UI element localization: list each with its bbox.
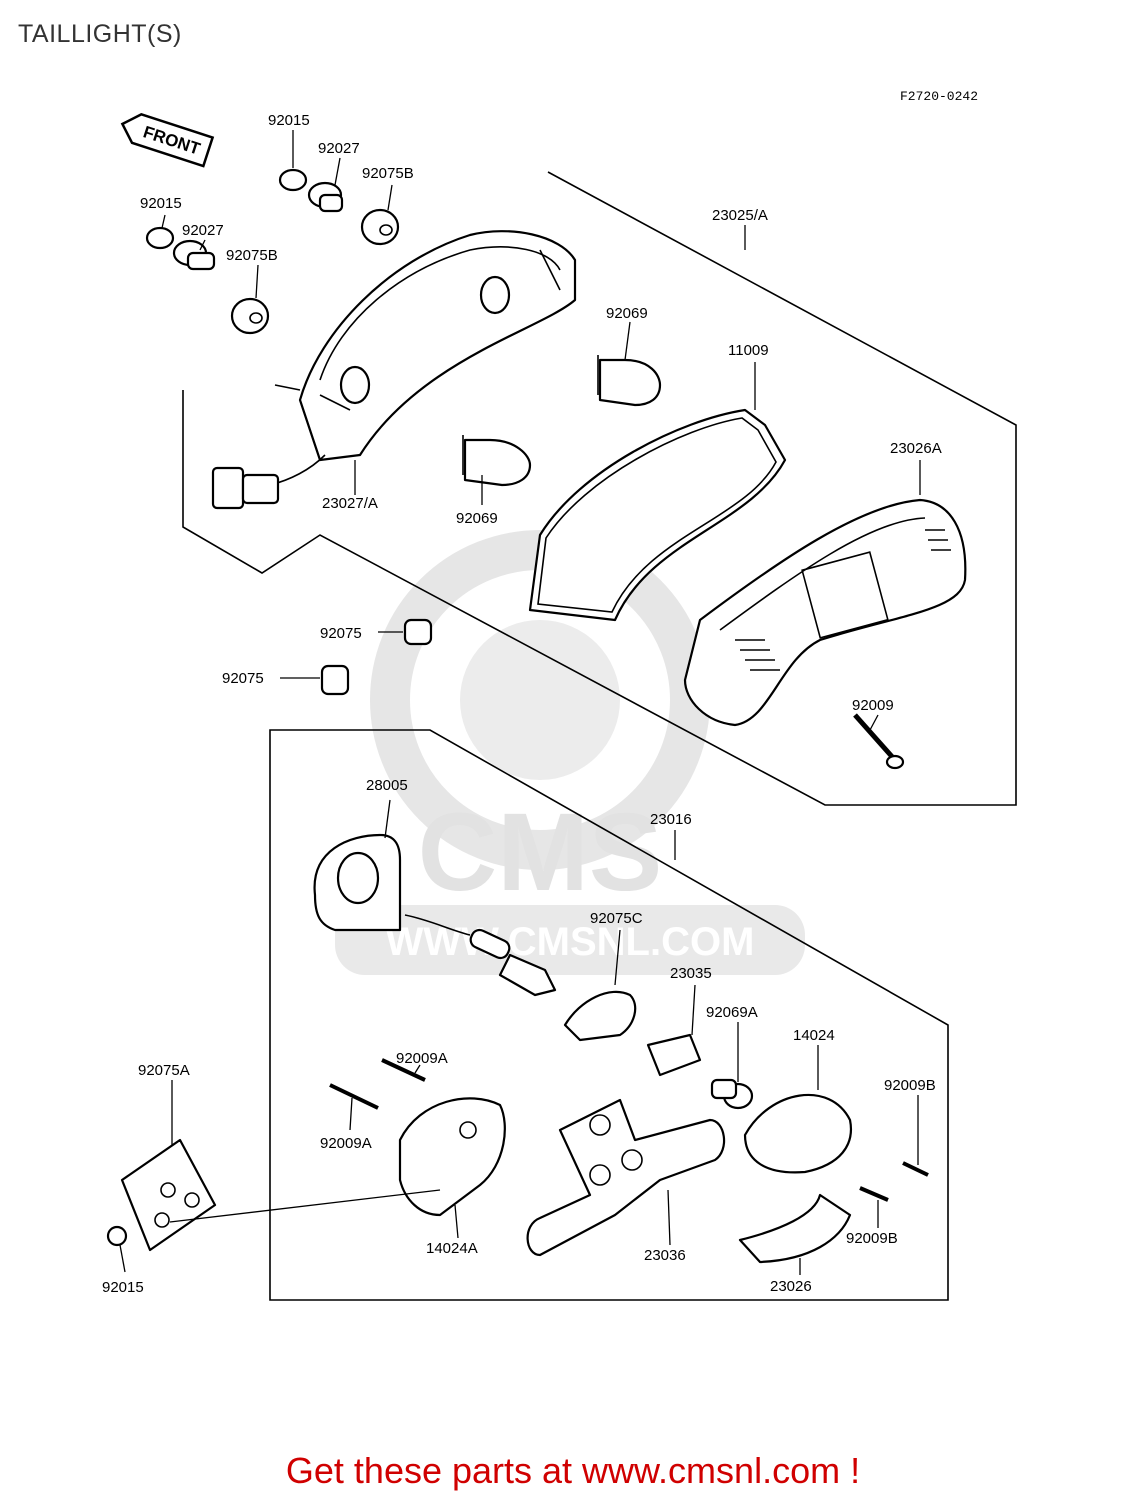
label-23026: 23026 — [770, 1278, 812, 1295]
collar-92027-upper — [307, 157, 344, 213]
socket-28005 — [313, 799, 402, 932]
label-23016: 23016 — [650, 811, 692, 828]
label-23025a: 23025/A — [712, 207, 768, 224]
label-14024a: 14024A — [426, 1240, 478, 1257]
collar-92027-lower — [172, 239, 216, 271]
diagram-code: F2720-0242 — [900, 89, 978, 104]
plate-92075a — [120, 1080, 441, 1252]
watermark-site: WWW.CMSNL.COM — [386, 920, 755, 964]
gasket-11009 — [528, 362, 787, 622]
screw-92009b-upper — [902, 1095, 929, 1177]
watermark: CMS WWW.CMSNL.COM — [335, 530, 805, 975]
label-23035: 23035 — [670, 965, 712, 982]
label-92009a-upper: 92009A — [396, 1050, 448, 1067]
label-92009b-upper: 92009B — [884, 1077, 936, 1094]
label-92075b-upper: 92075B — [362, 165, 414, 182]
label-92027-upper: 92027 — [318, 140, 360, 157]
lens-14024 — [743, 1045, 852, 1174]
label-14024: 14024 — [793, 1027, 835, 1044]
label-92069a: 92069A — [706, 1004, 758, 1021]
label-92069-upper: 92069 — [606, 305, 648, 322]
nut-92015 — [106, 1225, 128, 1273]
base-14024a — [398, 1097, 506, 1239]
screw-92009b-lower — [859, 1186, 889, 1228]
label-92075b-lower: 92075B — [226, 247, 278, 264]
label-23026a: 23026A — [890, 440, 942, 457]
label-92015-upper: 92015 — [268, 112, 310, 129]
wire-socket — [404, 914, 557, 997]
bulb-92069-upper — [597, 321, 662, 407]
watermark-brand: CMS — [418, 791, 662, 914]
label-92075a: 92075A — [138, 1062, 190, 1079]
grommet-92075-upper — [378, 618, 433, 646]
screw-92009a-lower — [329, 1083, 379, 1131]
label-23027a: 23027/A — [322, 495, 378, 512]
upper-assembly-frame — [182, 171, 1017, 806]
label-92027-lower: 92027 — [182, 222, 224, 239]
grommet-92075-lower — [280, 664, 350, 696]
bulb-92069a — [710, 1022, 754, 1110]
lens-23026a — [683, 460, 967, 727]
label-92075c: 92075C — [590, 910, 643, 927]
label-11009: 11009 — [728, 342, 769, 359]
label-92015-bottom: 92015 — [102, 1279, 144, 1296]
label-92075-upper: 92075 — [320, 625, 362, 642]
grommet-92015-upper — [278, 130, 308, 192]
grommet-92075b-lower — [230, 264, 270, 335]
bulb-92069-lower — [462, 435, 532, 505]
lower-assembly-frame — [269, 729, 949, 1301]
label-23036: 23036 — [644, 1247, 686, 1264]
label-28005: 28005 — [366, 777, 408, 794]
part-labels: 92015 92027 92075B 92015 92027 92075B 23… — [102, 112, 942, 1296]
clip-23035 — [646, 984, 702, 1077]
label-92015-lower: 92015 — [140, 195, 182, 212]
socket-92075c — [563, 929, 637, 1042]
front-arrow-icon: FRONT — [120, 112, 215, 168]
label-92009a-lower: 92009A — [320, 1135, 372, 1152]
bracket-23036 — [526, 1098, 726, 1257]
grommet-92015-lower — [145, 214, 175, 250]
page-title: TAILLIGHT(S) — [18, 20, 182, 48]
grommet-92075b-upper — [360, 184, 400, 246]
footer-banner: Get these parts at www.cmsnl.com ! — [285, 1450, 861, 1491]
screw-92009 — [853, 713, 905, 770]
label-92009: 92009 — [852, 697, 894, 714]
screw-92009a-upper — [381, 1058, 426, 1082]
label-92069-lower: 92069 — [456, 510, 498, 527]
cover-23026 — [738, 1193, 852, 1275]
taillight-housing — [211, 230, 577, 510]
label-92075-lower: 92075 — [222, 670, 264, 687]
label-92009b-lower: 92009B — [846, 1230, 898, 1247]
